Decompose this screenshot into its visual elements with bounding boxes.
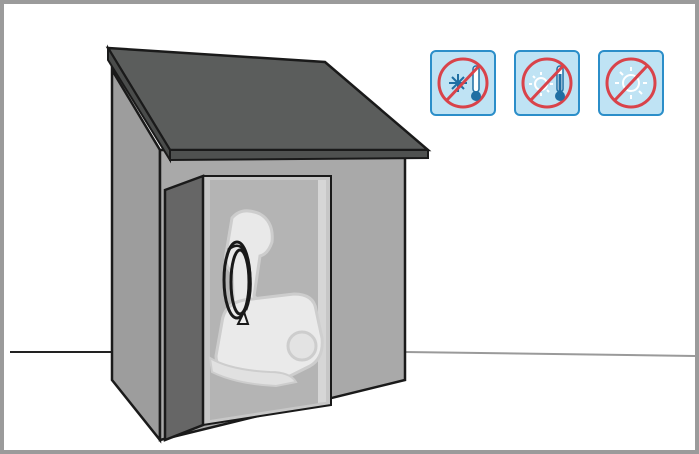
warning-icon-row: [431, 51, 663, 115]
shed-roof-fascia: [170, 150, 428, 160]
robot-wheel: [288, 332, 316, 360]
ground-line-right: [405, 352, 695, 356]
open-door: [165, 176, 203, 440]
doorway-right-jamb: [318, 180, 326, 403]
no-direct-sun-icon: [599, 51, 663, 115]
no-heat-icon: [515, 51, 579, 115]
no-frost-icon: [431, 51, 495, 115]
